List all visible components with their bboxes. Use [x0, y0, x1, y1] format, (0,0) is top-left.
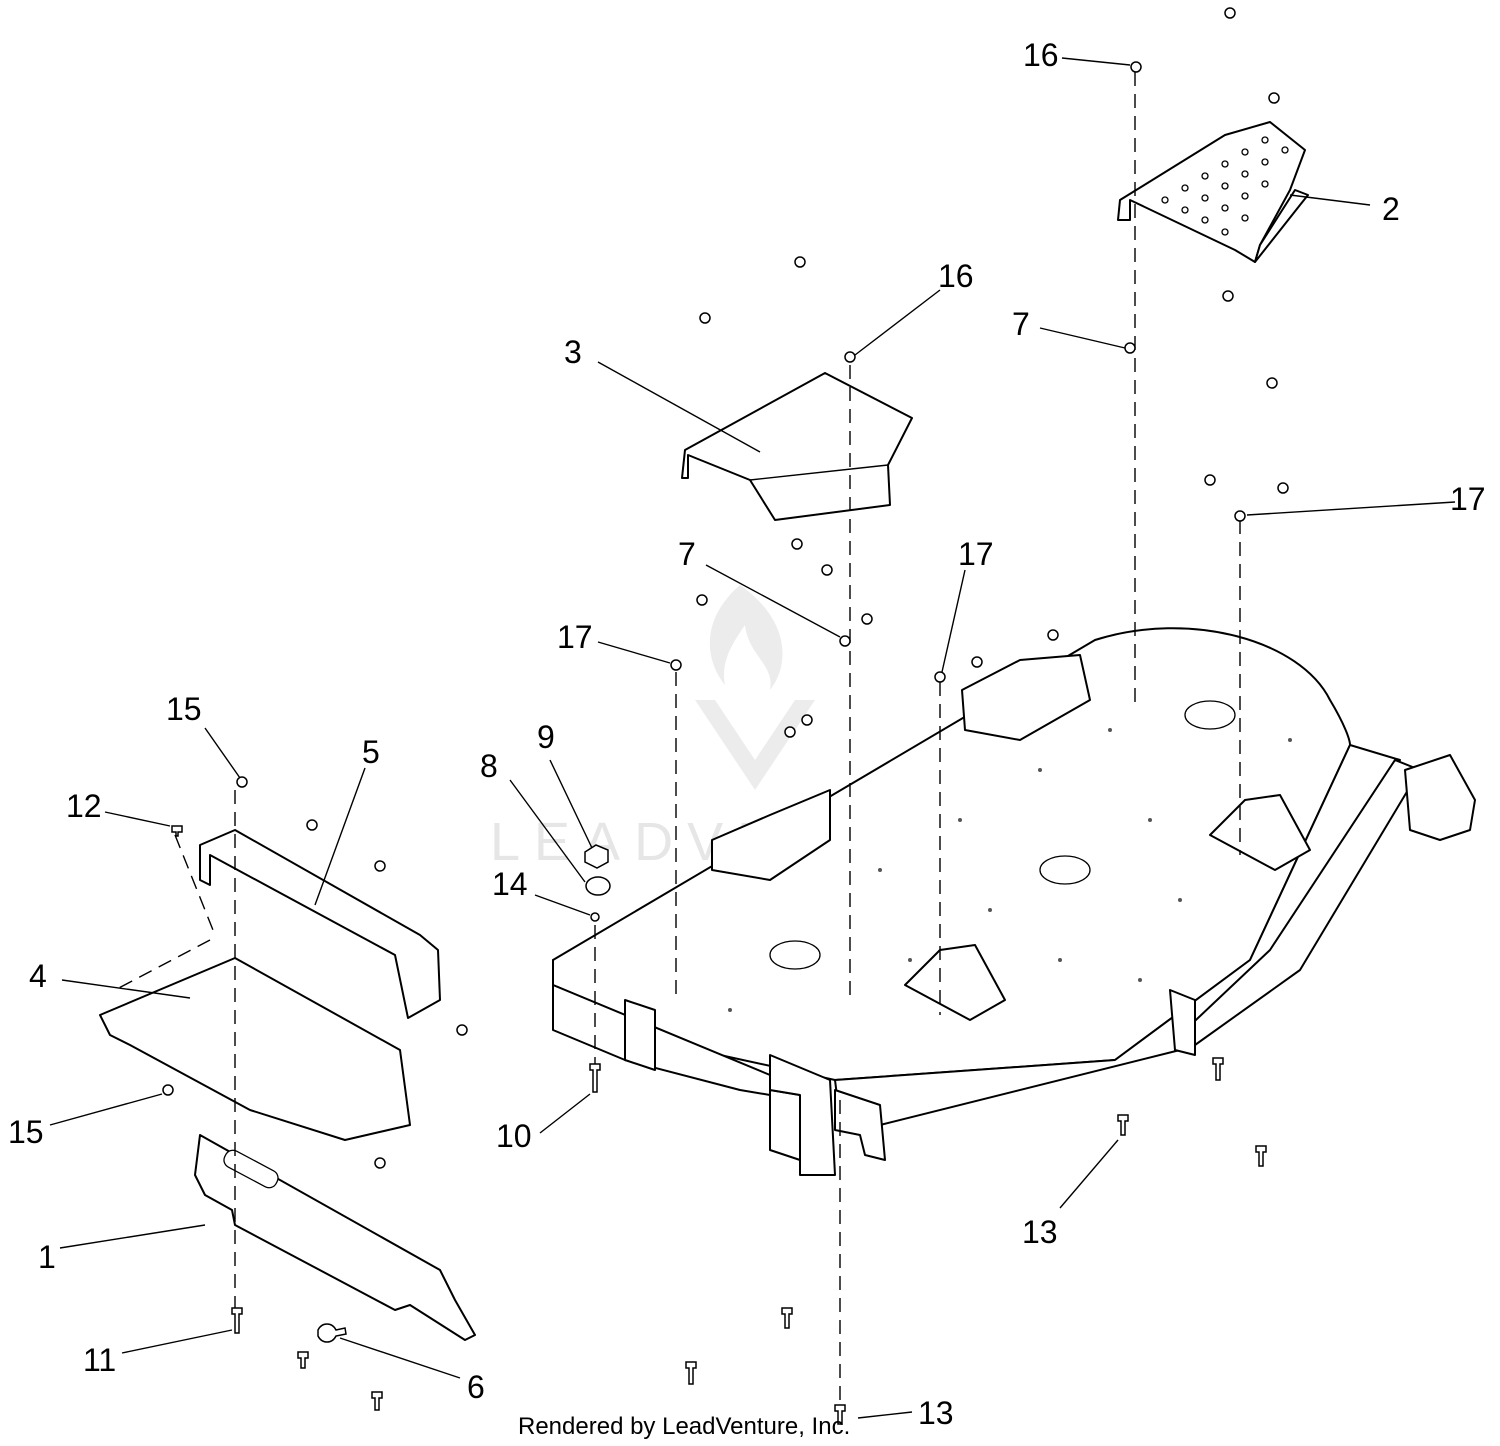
spindle-opening-left	[769, 940, 821, 970]
callout-17: 17	[1450, 481, 1486, 517]
nut-icon	[784, 726, 796, 738]
bolt-icon	[1212, 1057, 1224, 1081]
callout-8: 8	[480, 748, 498, 784]
nut-icon	[1224, 7, 1236, 19]
leader-lines	[49, 57, 1456, 1419]
callout-16: 16	[1023, 37, 1059, 73]
bolt-icon	[171, 825, 183, 837]
callout-9: 9	[537, 719, 555, 755]
callout-12: 12	[66, 788, 102, 824]
deck-corner-post	[769, 1089, 801, 1161]
nut-icon	[699, 312, 711, 324]
nut-icon	[1222, 290, 1234, 302]
nut-icon	[374, 1157, 386, 1169]
callout-6: 6	[467, 1369, 485, 1405]
nut-icon	[1268, 92, 1280, 104]
nut-icon	[670, 659, 682, 671]
callout-7: 7	[678, 536, 696, 572]
nut-icon	[374, 860, 386, 872]
nut-icon	[162, 1084, 174, 1096]
callout-10: 10	[496, 1118, 532, 1154]
part-1-slotted-bracket	[194, 1134, 476, 1341]
callout-4: 4	[29, 958, 47, 994]
nut-icon	[821, 564, 833, 576]
deck-side-bracket	[1169, 989, 1196, 1056]
callout-5: 5	[362, 734, 380, 770]
pin-icon	[317, 1323, 347, 1343]
deck-mount-bracket-1	[711, 789, 831, 881]
callout-17: 17	[557, 619, 593, 655]
nut-icon	[1130, 61, 1142, 73]
deck-front-bracket	[769, 1054, 836, 1176]
bolt-icon	[231, 1307, 243, 1334]
nut-icon	[1234, 510, 1246, 522]
deck-rivets	[728, 728, 1292, 1012]
nut-icon	[971, 656, 983, 668]
callout-1: 1	[38, 1239, 56, 1275]
callout-14: 14	[492, 866, 528, 902]
bushing-icon	[585, 876, 611, 896]
nut-icon	[844, 351, 856, 363]
deck-front-skirt	[552, 959, 771, 1096]
knob-icon	[584, 844, 609, 869]
callout-3: 3	[564, 334, 582, 370]
callouts: 16 2 16 7 3 17 7 17 17 15 9 5 8 12 14 4 …	[8, 37, 1486, 1431]
callout-2: 2	[1382, 191, 1400, 227]
nut-icon	[456, 1024, 468, 1036]
nut-icon	[839, 635, 851, 647]
nut-icon	[236, 776, 248, 788]
deck-front-bracket-plate	[834, 1089, 886, 1161]
watermark-chevron-icon	[695, 700, 815, 790]
bolt-icon	[685, 1361, 697, 1385]
bolt-icon	[1117, 1114, 1129, 1136]
spindle-opening-right	[1184, 700, 1236, 730]
callout-16: 16	[938, 258, 974, 294]
callout-7: 7	[1012, 306, 1030, 342]
nut-icon	[1277, 482, 1289, 494]
nut-icon	[794, 256, 806, 268]
callout-13: 13	[1022, 1214, 1058, 1250]
callout-11: 11	[83, 1342, 116, 1378]
watermark-flame-icon	[709, 585, 783, 690]
nut-icon	[590, 912, 600, 922]
nut-icon	[1204, 474, 1216, 486]
footer-credit: Rendered by LeadVenture, Inc.	[518, 1413, 850, 1440]
part-4-lower-plate	[99, 957, 411, 1141]
perforation-holes	[1161, 136, 1289, 236]
nut-icon	[1266, 377, 1278, 389]
bolt-icon	[1255, 1145, 1267, 1167]
part-3-shield	[681, 372, 913, 521]
deck-mount-pad-1	[904, 944, 1006, 1021]
nut-icon	[791, 538, 803, 550]
mower-deck	[552, 627, 1476, 1176]
nut-icon	[934, 671, 946, 683]
deck-rear-bracket	[1404, 754, 1476, 841]
callout-15: 15	[166, 691, 202, 727]
deck-front-leg	[624, 999, 656, 1071]
nut-icon	[306, 819, 318, 831]
nut-icon	[1124, 342, 1136, 354]
part-5-upper-bracket	[199, 829, 441, 1019]
nut-icon	[1047, 629, 1059, 641]
nut-icon	[861, 613, 873, 625]
callout-15: 15	[8, 1114, 44, 1150]
bolt-icon	[834, 1404, 846, 1425]
spindle-opening-center	[1039, 855, 1091, 885]
bolt-icon	[781, 1307, 793, 1329]
bolt-icon	[589, 1063, 601, 1093]
nut-icon	[801, 714, 813, 726]
bolt-icon	[371, 1391, 383, 1411]
part-2-perforated-shield	[1117, 121, 1309, 263]
deck-mount-bracket-2	[961, 654, 1091, 741]
deck-mount-pad-2	[1209, 794, 1311, 871]
callout-13: 13	[918, 1395, 954, 1431]
assembly-axes	[114, 72, 1241, 1415]
hardware	[162, 7, 1289, 1425]
callout-17: 17	[958, 536, 994, 572]
bolt-icon	[297, 1351, 309, 1369]
nut-icon	[696, 594, 708, 606]
